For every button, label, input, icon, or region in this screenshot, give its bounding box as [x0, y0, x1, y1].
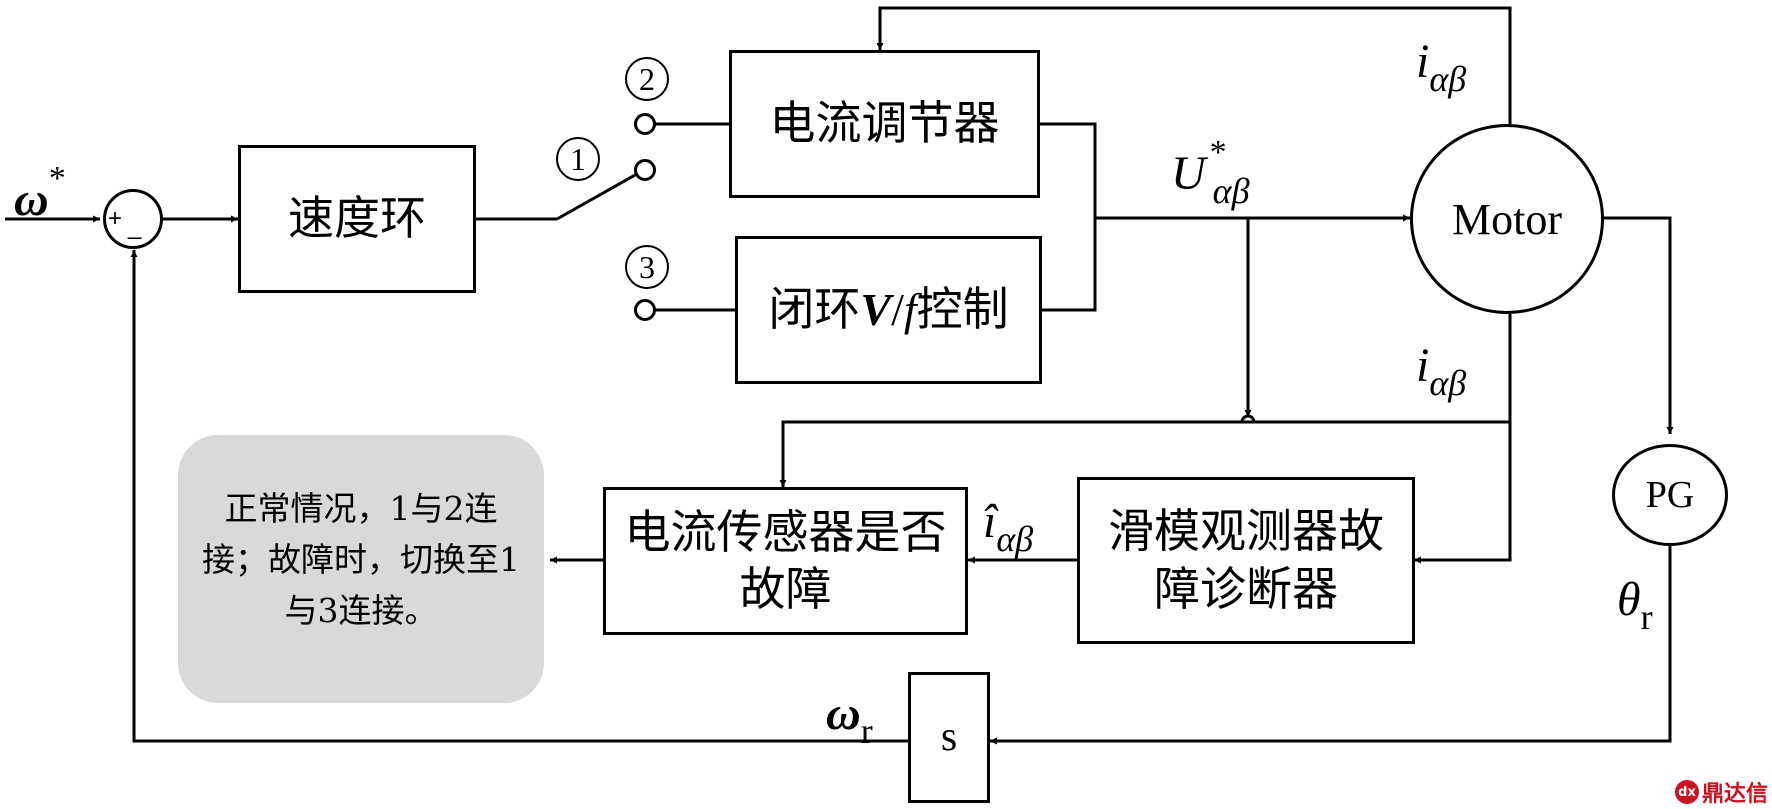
vf-prefix: 闭环	[768, 282, 861, 337]
vf-slash: /	[891, 284, 904, 336]
note-box: 正常情况，1与2连接；故障时，切换至1与3连接。	[178, 435, 544, 703]
summing-junction	[103, 189, 163, 249]
vf-suffix: 控制	[916, 282, 1009, 337]
logo-icon: dx	[1675, 780, 1699, 804]
switch-label-1: 1	[556, 137, 600, 181]
wire-i-to-sensor	[779, 420, 1510, 487]
switch-label-2: 2	[625, 57, 669, 101]
derivative-block: s	[908, 672, 990, 803]
current-regulator-block: 电流调节器	[729, 50, 1040, 198]
theta-r-label: θr	[1617, 573, 1653, 637]
sensor-fault-text: 电流传感器是否故障	[624, 504, 947, 617]
i-alpha-beta-top-label: iαβ	[1416, 35, 1467, 99]
smo-diagnoser-block: 滑模观测器故障诊断器	[1077, 477, 1415, 644]
minus-sign: _	[128, 213, 142, 240]
switch-terminal-3	[634, 299, 656, 321]
wire-omega-feedback	[130, 250, 908, 743]
pg-block: PG	[1612, 444, 1728, 546]
motor-block: Motor	[1410, 124, 1604, 314]
wire-i-to-smo	[1414, 314, 1512, 564]
logo-text: 鼎达信	[1702, 782, 1769, 807]
wire-i-feedback-top	[876, 6, 1512, 124]
switch-label-3: 3	[625, 245, 669, 289]
sensor-fault-block: 电流传感器是否故障	[603, 487, 968, 635]
omega-ref-label: ω*	[14, 160, 66, 226]
plus-sign: +	[108, 205, 123, 232]
wire-motor-to-pg	[1604, 216, 1674, 434]
speed-loop-block: 速度环	[238, 145, 476, 293]
wire-pg-to-s	[990, 522, 1672, 745]
switch-blade	[556, 168, 645, 221]
omega-r-label: ωr	[826, 687, 873, 751]
brand-logo: dx 鼎达信	[1675, 776, 1768, 808]
switch-terminal-2	[634, 113, 656, 135]
vf-f: f	[903, 284, 917, 336]
wire-crossing-hop	[1240, 414, 1256, 423]
smo-diagnoser-text: 滑模观测器故障诊断器	[1108, 504, 1384, 616]
wire-current-reg-out	[1039, 122, 1097, 312]
u-ref-label: U*αβ	[1171, 134, 1250, 211]
vf-v: V	[860, 284, 892, 336]
switch-terminal-1	[634, 159, 656, 181]
i-hat-label: îαβ	[983, 495, 1034, 559]
i-alpha-beta-mid-label: iαβ	[1416, 339, 1467, 403]
